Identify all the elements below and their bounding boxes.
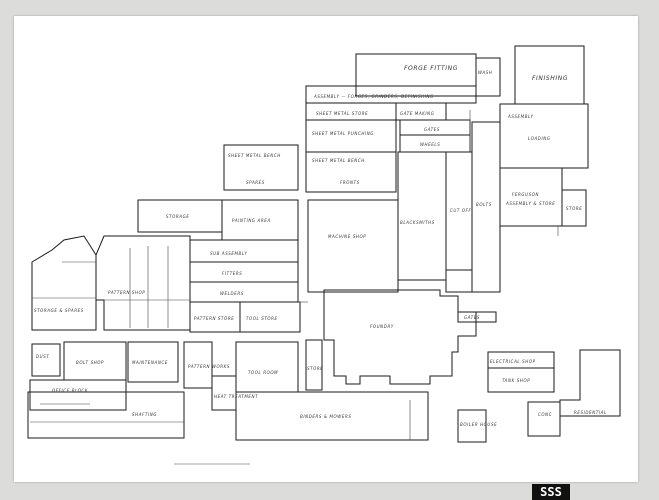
label-sheet-metal-punching: SHEET METAL PUNCHING <box>312 131 374 136</box>
bolts-block <box>471 121 501 293</box>
west-cottage <box>31 235 97 331</box>
building-outlines <box>27 45 621 443</box>
label-gates: GATES <box>424 127 440 132</box>
conc-block <box>527 401 561 437</box>
label-tank-shop: TANK SHOP <box>502 378 530 383</box>
room-labels: FORGE FITTING WASH FINISHING ASSEMBLY — … <box>34 65 607 427</box>
label-sub-assembly: SUB ASSEMBLY <box>210 251 247 256</box>
label-dust: DUST <box>36 354 49 359</box>
label-foundry: FOUNDRY <box>370 324 394 329</box>
label-assembly-right: ASSEMBLY <box>507 114 533 119</box>
label-sheet-metal-bench: SHEET METAL BENCH <box>312 158 365 163</box>
dust-room <box>31 343 61 377</box>
residential-block <box>559 349 621 417</box>
ferguson-block <box>499 167 563 227</box>
label-blacksmiths: BLACKSMITHS <box>400 220 435 225</box>
label-shafting: SHAFTING <box>132 412 157 417</box>
blacksmiths-block <box>397 151 447 281</box>
label-gate-making: GATE MAKING <box>400 111 434 116</box>
label-tool-store: TOOL STORE <box>246 316 278 321</box>
label-pattern-store: PATTERN STORE <box>194 316 234 321</box>
catalog-number-tag: SSS <box>532 484 570 500</box>
label-welders: WELDERS <box>220 291 244 296</box>
label-ferguson: FERGUSON <box>512 192 539 197</box>
store-small-room <box>305 339 323 391</box>
sheet-metal-punching-room <box>305 119 397 153</box>
label-cut-off: CUT OFF <box>450 208 471 213</box>
small-yard-shed <box>445 269 473 293</box>
store-right-block <box>561 189 587 227</box>
gates-small-block <box>457 311 497 323</box>
foundry-block <box>323 289 477 385</box>
label-machine-shop: MACHINE SHOP <box>328 234 366 239</box>
label-pattern-shop: PATTERN SHOP <box>108 290 145 295</box>
machine-shop-block <box>307 199 399 293</box>
label-office-block: OFFICE BLOCK <box>52 388 88 393</box>
binders-mowers-hall <box>235 391 429 441</box>
assembly-forges-strip <box>305 85 477 104</box>
label-fronts: FRONTS <box>340 180 360 185</box>
label-store-right: STORE <box>566 206 582 211</box>
interior-details <box>30 110 559 465</box>
maintenance-room <box>127 341 179 383</box>
label-electrical-shop: ELECTRICAL SHOP <box>490 359 536 364</box>
drawing-sheet <box>14 16 638 482</box>
label-gates-small: GATES <box>464 315 480 320</box>
label-spares: SPARES <box>246 180 265 185</box>
label-heat-treatment: HEAT TREATMENT <box>214 394 258 399</box>
label-maintenance: MAINTENANCE <box>132 360 168 365</box>
boiler-house-block <box>457 409 487 443</box>
label-conc: CONC <box>538 412 552 417</box>
sheet-metal-bench-room <box>305 151 397 193</box>
heat-treatment-room <box>211 375 237 411</box>
sheet-metal-bench-small <box>223 144 299 191</box>
label-bolt-shop: BOLT SHOP <box>76 360 104 365</box>
label-pattern-works: PATTERN WORKS <box>188 364 230 369</box>
forge-fitting-block <box>355 53 477 97</box>
tool-room <box>235 341 299 393</box>
label-finishing: FINISHING <box>532 75 568 82</box>
label-residential: RESIDENTIAL <box>574 410 607 415</box>
label-fitters: FITTERS <box>222 271 242 276</box>
label-loading: LOADING <box>528 136 551 141</box>
label-wheels: WHEELS <box>420 142 440 147</box>
label-painting-area: PAINTING AREA <box>232 218 271 223</box>
tank-shop-block <box>487 367 555 393</box>
label-boiler-house: BOILER HOUSE <box>460 422 497 427</box>
tool-store-room <box>239 301 301 333</box>
shafting-hall <box>27 391 185 439</box>
label-tool-room: TOOL ROOM <box>248 370 278 375</box>
office-block <box>29 379 127 411</box>
label-forge-fitting: FORGE FITTING <box>404 65 458 72</box>
label-store-small: STORE <box>307 366 323 371</box>
label-wash: WASH <box>478 70 492 75</box>
welders-room <box>189 281 299 303</box>
label-storage: STORAGE <box>166 214 189 219</box>
label-bolts: BOLTS <box>476 202 492 207</box>
label-sheet-metal-store: SHEET METAL STORE <box>316 111 368 116</box>
fitters-room <box>189 261 299 283</box>
label-assembly-forges: ASSEMBLY — FORGES, GRINDERS, DEFINISHING <box>313 94 434 99</box>
label-ferguson-sub: ASSEMBLY & STORE <box>505 201 555 206</box>
label-sheet-metal-bench-small: SHEET METAL BENCH <box>228 153 281 158</box>
label-binders-mowers: BINDERS & MOWERS <box>300 414 352 419</box>
wash-block <box>475 57 501 97</box>
west-wing-block <box>95 235 191 331</box>
label-storage-spares: STORAGE & SPARES <box>34 308 84 313</box>
